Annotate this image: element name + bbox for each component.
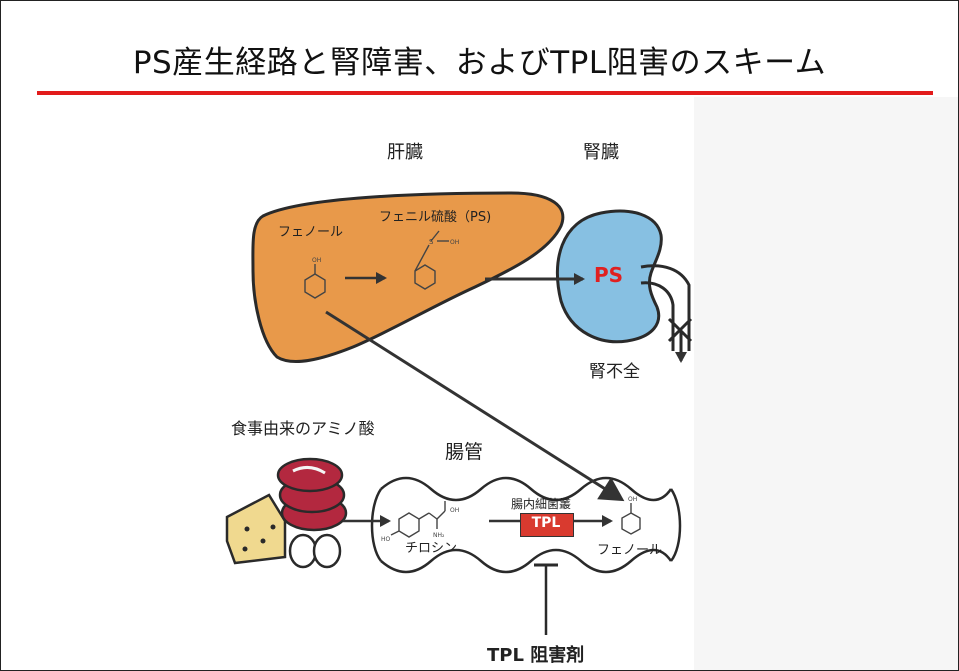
dietary-amino-acids-label: 食事由来のアミノ酸: [231, 419, 375, 438]
tyrosine-nh2-label: NH₂: [433, 532, 445, 539]
food-illustration: [225, 457, 348, 569]
phenol-oh-label-liver: OH: [312, 257, 321, 264]
cheese-wedge: [225, 493, 287, 565]
arrow-gut-to-liver: [325, 310, 625, 502]
tyrosine-ho-label: HO: [381, 536, 391, 543]
right-panel-background: [694, 97, 958, 670]
tyrosine-oh-label: OH: [450, 507, 459, 514]
phenol-structure-liver: [304, 264, 326, 299]
phenyl-sulfate-label: フェニル硫酸（PS): [379, 210, 492, 225]
phenol-structure-gut: [621, 503, 641, 535]
tyrosine-label: チロシン: [405, 541, 458, 556]
tpl-inhibitor-label: TPL 阻害剤: [487, 645, 585, 666]
sulfate-oh-label: OH: [450, 239, 459, 246]
tpl-box-label: TPL: [531, 515, 561, 531]
slide-title: PS産生経路と腎障害、およびTPL阻害のスキーム: [132, 45, 827, 81]
phenol-liver-label: フェノール: [278, 225, 344, 240]
intestine-label: 腸管: [445, 441, 484, 463]
egg-left: [288, 533, 318, 569]
kidney-label: 腎臓: [583, 142, 619, 163]
tpl-box: [520, 513, 574, 537]
kidney-shape: [555, 209, 663, 344]
phenol-oh-label-gut: OH: [628, 496, 637, 503]
ureter: [640, 264, 691, 351]
ps-kidney-label: PS: [594, 263, 624, 287]
phenol-gut-label: フェノール: [597, 543, 663, 558]
intestine-tube: [370, 476, 682, 574]
tyrosine-structure: [390, 501, 446, 538]
liver-label: 肝臓: [387, 142, 423, 163]
block-x-mark: [667, 317, 693, 343]
liver-shape: [251, 191, 565, 364]
gut-bacteria-label: 腸内細菌叢: [511, 497, 572, 511]
sulfate-s-label: S: [429, 238, 434, 246]
meat-slice-top: [276, 457, 344, 493]
renal-failure-label: 腎不全: [589, 362, 640, 382]
title-underline: [37, 91, 933, 95]
phenyl-sulfate-structure: [414, 230, 449, 290]
egg-right: [312, 533, 342, 569]
